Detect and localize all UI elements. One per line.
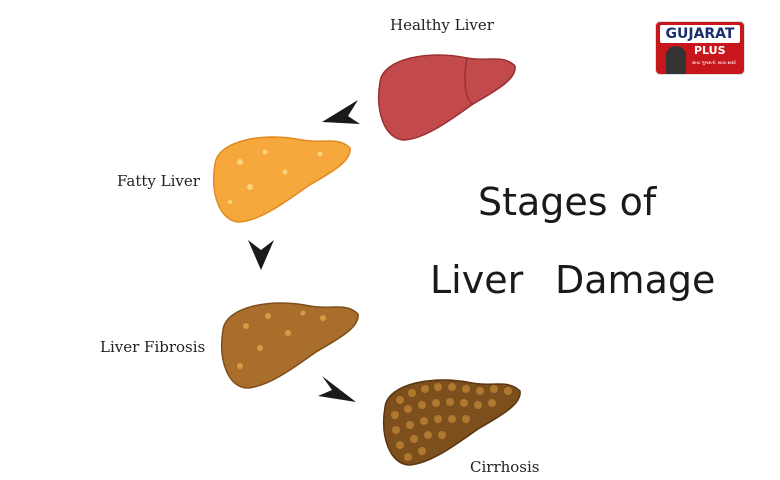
label-healthy-liver: Healthy Liver bbox=[390, 16, 494, 34]
liver-fibrosis-image bbox=[220, 302, 359, 389]
label-liver-fibrosis: Liver Fibrosis bbox=[100, 338, 206, 356]
arrow-to-fibrosis-icon bbox=[248, 240, 274, 270]
cirrhosis-liver-image bbox=[382, 379, 521, 466]
title-word-damage: Damage bbox=[555, 258, 716, 302]
logo-tagline: સાચા ગુજરાતી, સાચા સાથી bbox=[692, 60, 736, 65]
label-cirrhosis: Cirrhosis bbox=[470, 458, 540, 476]
logo-person-icon bbox=[666, 46, 686, 74]
fatty-liver-image bbox=[212, 136, 351, 223]
logo-sub: PLUS bbox=[694, 44, 726, 57]
arrow-to-cirrhosis-icon bbox=[318, 376, 356, 402]
title-line-1: Stages of bbox=[478, 180, 657, 224]
label-fatty-liver: Fatty Liver bbox=[117, 172, 200, 190]
healthy-liver-image bbox=[377, 54, 516, 141]
logo-name: GUJARAT bbox=[660, 25, 740, 43]
gujarat-plus-logo: GUJARAT PLUS સાચા ગુજરાતી, સાચા સાથી bbox=[656, 22, 744, 74]
arrow-to-fatty-icon bbox=[322, 100, 360, 124]
title-word-liver: Liver bbox=[430, 258, 524, 302]
